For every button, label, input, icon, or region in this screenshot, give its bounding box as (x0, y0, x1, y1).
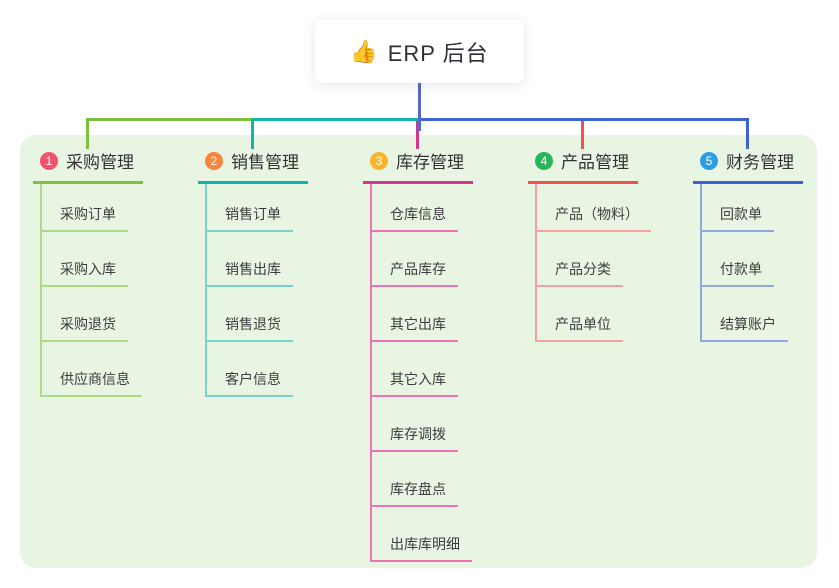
child-label: 客户信息 (207, 369, 293, 397)
root-trunk-line (418, 83, 421, 131)
branch-drop-line-5 (746, 118, 749, 149)
branch-label: 库存管理 (396, 153, 464, 172)
priority-badge-icon: 5 (700, 151, 718, 170)
priority-badge-icon: 1 (40, 151, 58, 170)
root-node[interactable]: 👍 ERP 后台 (315, 20, 524, 83)
child-label: 出库库明细 (372, 534, 472, 562)
child-node[interactable]: 采购入库 (42, 232, 143, 287)
branch-node-1[interactable]: 1 采购管理 (33, 143, 143, 184)
child-label: 库存盘点 (372, 479, 458, 507)
child-label: 付款单 (702, 259, 774, 287)
horizontal-line-left-outer (86, 118, 254, 121)
branch-node-3[interactable]: 3 库存管理 (363, 143, 473, 184)
child-node[interactable]: 库存盘点 (372, 452, 473, 507)
child-label: 产品库存 (372, 259, 458, 287)
child-label: 销售订单 (207, 204, 293, 232)
horizontal-line-left-inner (251, 118, 419, 121)
child-label: 销售出库 (207, 259, 293, 287)
child-node[interactable]: 其它出库 (372, 287, 473, 342)
children-list: 回款单付款单结算账户 (700, 184, 803, 342)
child-label: 结算账户 (702, 314, 788, 342)
child-label: 库存调拨 (372, 424, 458, 452)
branch-node-4[interactable]: 4 产品管理 (528, 143, 638, 184)
child-node[interactable]: 产品单位 (537, 287, 651, 342)
child-label: 其它入库 (372, 369, 458, 397)
thumbs-up-icon: 👍 (350, 38, 378, 64)
branch-column-5: 5 财务管理回款单付款单结算账户 (693, 143, 803, 342)
children-list: 采购订单采购入库采购退货供应商信息 (40, 184, 143, 397)
child-node[interactable]: 产品库存 (372, 232, 473, 287)
child-node[interactable]: 结算账户 (702, 287, 803, 342)
branch-node-2[interactable]: 2 销售管理 (198, 143, 308, 184)
branch-node-5[interactable]: 5 财务管理 (693, 143, 803, 184)
child-node[interactable]: 采购订单 (42, 184, 143, 232)
child-label: 销售退货 (207, 314, 293, 342)
child-node[interactable]: 产品（物料） (537, 184, 651, 232)
branch-drop-line-2 (251, 118, 254, 149)
branch-column-4: 4 产品管理产品（物料） 产品分类产品单位 (528, 143, 651, 342)
child-node[interactable]: 供应商信息 (42, 342, 143, 397)
child-node[interactable]: 采购退货 (42, 287, 143, 342)
branch-drop-line-1 (86, 118, 89, 149)
branch-drop-line-4 (581, 118, 584, 149)
priority-badge-icon: 2 (205, 151, 223, 170)
child-label: 采购退货 (42, 314, 128, 342)
child-label: 仓库信息 (372, 204, 458, 232)
child-node[interactable]: 出库库明细 (372, 507, 473, 562)
child-node[interactable]: 仓库信息 (372, 184, 473, 232)
child-label: 产品单位 (537, 314, 623, 342)
root-label: ERP 后台 (387, 40, 489, 66)
child-node[interactable]: 付款单 (702, 232, 803, 287)
horizontal-line-right (419, 118, 749, 121)
children-list: 产品（物料） 产品分类产品单位 (535, 184, 651, 342)
branch-column-3: 3 库存管理仓库信息产品库存其它出库其它入库库存调拨库存盘点出库库明细 (363, 143, 473, 562)
child-label: 采购入库 (42, 259, 128, 287)
child-node[interactable]: 销售退货 (207, 287, 308, 342)
child-node[interactable]: 其它入库 (372, 342, 473, 397)
branch-drop-line-3 (416, 118, 419, 149)
child-label: 其它出库 (372, 314, 458, 342)
child-label: 采购订单 (42, 204, 128, 232)
priority-badge-icon: 4 (535, 151, 553, 170)
child-label: 产品（物料） (537, 204, 651, 232)
branch-label: 财务管理 (726, 153, 794, 172)
child-label: 产品分类 (537, 259, 623, 287)
branch-column-1: 1 采购管理采购订单采购入库采购退货供应商信息 (33, 143, 143, 397)
branch-label: 采购管理 (66, 153, 134, 172)
priority-badge-icon: 3 (370, 151, 388, 170)
child-node[interactable]: 回款单 (702, 184, 803, 232)
branch-label: 销售管理 (231, 153, 299, 172)
branch-group-panel (20, 135, 817, 568)
branch-label: 产品管理 (561, 153, 629, 172)
child-node[interactable]: 客户信息 (207, 342, 308, 397)
child-label: 回款单 (702, 204, 774, 232)
child-node[interactable]: 销售出库 (207, 232, 308, 287)
branch-column-2: 2 销售管理销售订单销售出库销售退货客户信息 (198, 143, 308, 397)
child-node[interactable]: 销售订单 (207, 184, 308, 232)
children-list: 销售订单销售出库销售退货客户信息 (205, 184, 308, 397)
children-list: 仓库信息产品库存其它出库其它入库库存调拨库存盘点出库库明细 (370, 184, 473, 562)
child-label: 供应商信息 (42, 369, 142, 397)
child-node[interactable]: 库存调拨 (372, 397, 473, 452)
child-node[interactable]: 产品分类 (537, 232, 651, 287)
